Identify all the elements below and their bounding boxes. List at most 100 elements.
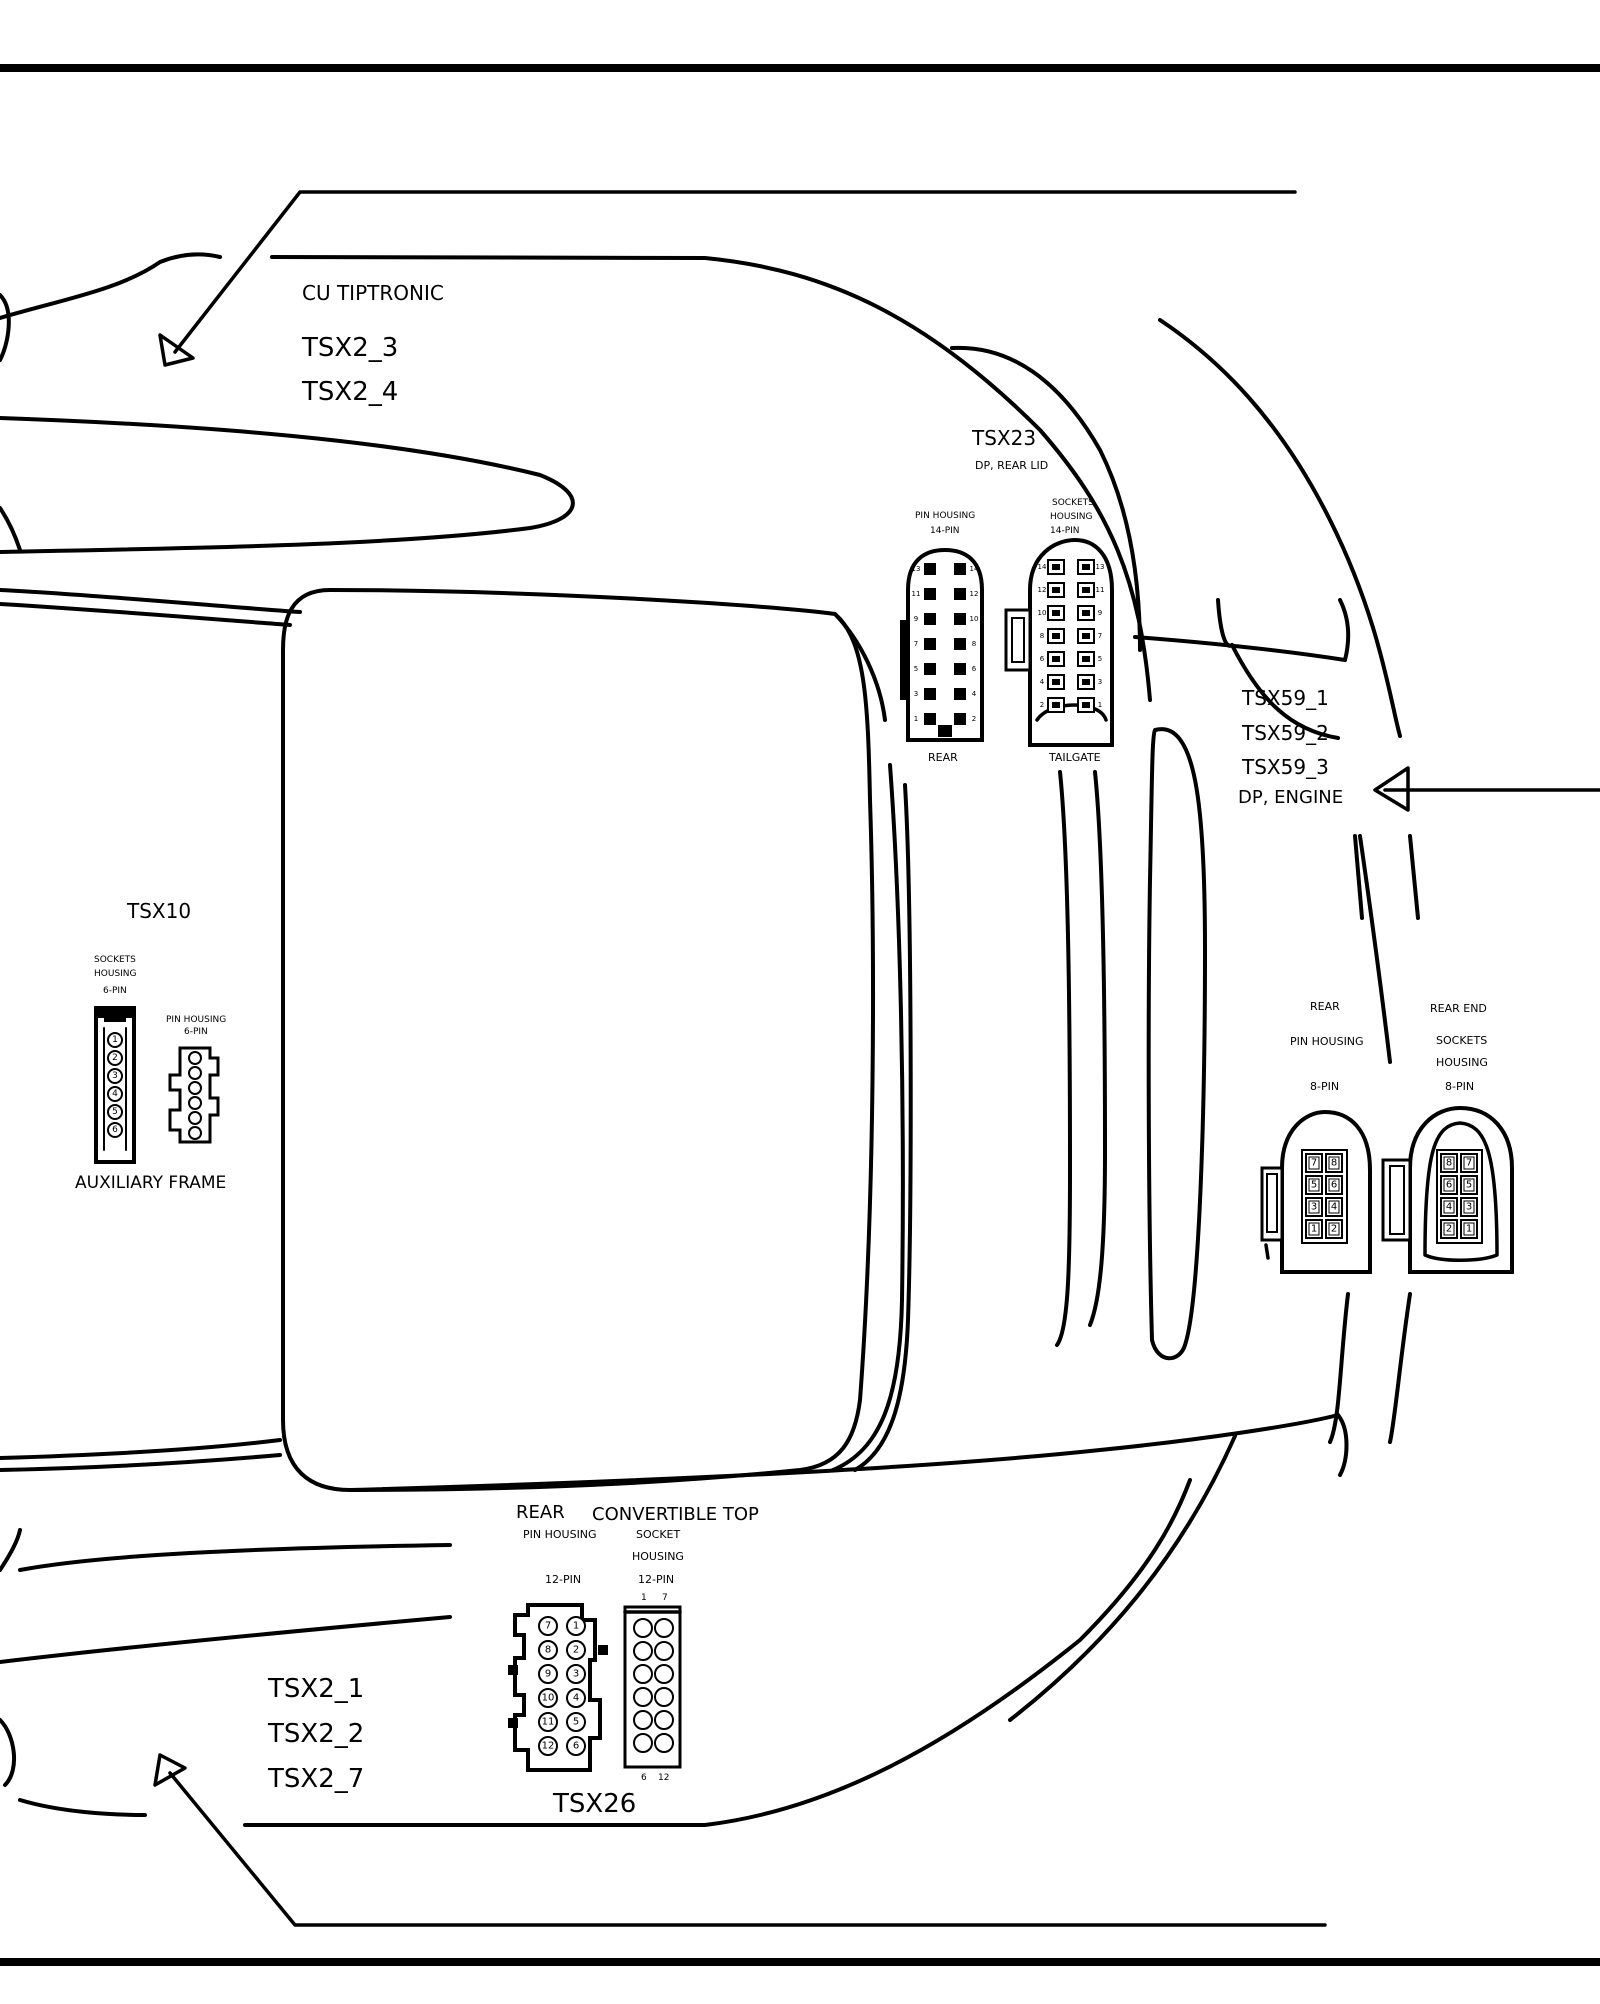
pin-cell (188, 1051, 202, 1065)
socket-cell (654, 1687, 674, 1707)
pin-cell (566, 1616, 586, 1636)
tsx59-sockets-label: SOCKETS (1436, 1034, 1487, 1047)
pin-cell (107, 1068, 123, 1084)
tsx59-housing-label: HOUSING (1436, 1056, 1488, 1069)
tsx26-pin-housing-label: PIN HOUSING (523, 1528, 597, 1541)
socket-cell (654, 1664, 674, 1684)
pin-number: 8 (545, 1645, 551, 1656)
callout-arrow-lower-left (153, 1753, 1327, 1927)
pin-number: 6 (1446, 1180, 1452, 1191)
tsx10-sockets-label: SOCKETS (94, 955, 136, 965)
tsx26-socket-housing-connector (623, 1605, 682, 1769)
tsx10-sockets-count: 6-PIN (103, 986, 127, 996)
pin-cell (538, 1736, 558, 1756)
pin-number: 11 (1096, 586, 1105, 594)
pin-number: 5 (1098, 655, 1102, 663)
pin-number: 6 (1331, 1180, 1337, 1191)
pin-number: 3 (1098, 678, 1102, 686)
pin-number: 9 (1098, 609, 1102, 617)
pin-number: 12 (1038, 586, 1047, 594)
pin-number: 4 (972, 690, 977, 698)
pin-cell (954, 663, 966, 675)
pin-cell (954, 563, 966, 575)
pin-number: 1 (1466, 1224, 1472, 1235)
socket-cell (654, 1710, 674, 1730)
dp-rear-lid-label: DP, REAR LID (975, 459, 1048, 472)
pin-number: 1 (1311, 1224, 1317, 1235)
pin-number: 7 (545, 1621, 551, 1632)
pin-number: 5 (1466, 1180, 1472, 1191)
tsx2-1-label: TSX2_1 (267, 1674, 364, 1704)
tsx2-7-label: TSX2_7 (267, 1764, 364, 1794)
pin-cell (188, 1081, 202, 1095)
pin-number: 5 (112, 1107, 118, 1117)
pin-cell (538, 1688, 558, 1708)
pin-cell (107, 1050, 123, 1066)
pin-cell (954, 588, 966, 600)
pin-cell (566, 1712, 586, 1732)
tsx59-rear-end-label: REAR END (1430, 1002, 1487, 1015)
tsx23-rear-label: REAR (928, 751, 958, 764)
callout-arrow-upper-left (158, 190, 1297, 367)
socket-cell (654, 1733, 674, 1753)
car-outline (0, 252, 1420, 1827)
tsx10-pin-housing-label: PIN HOUSING (166, 1015, 226, 1025)
tsx23-sockets-housing-label: HOUSING (1050, 512, 1093, 522)
socket-cell (654, 1641, 674, 1661)
pin-cell (924, 663, 936, 675)
pin-cell (954, 613, 966, 625)
pin-cell (538, 1664, 558, 1684)
socket-cell (654, 1618, 674, 1638)
tsx26-rear-label: REAR (516, 1502, 565, 1523)
pin-cell (954, 713, 966, 725)
tsx26-pin-count: 12-PIN (545, 1573, 581, 1586)
pin-cell (538, 1640, 558, 1660)
tsx26-socket-num-7: 7 (662, 1593, 668, 1603)
pin-cell (924, 613, 936, 625)
pin-number: 11 (542, 1717, 555, 1728)
callout-arrow-right (1373, 766, 1600, 812)
pin-number: 3 (1311, 1202, 1317, 1213)
pin-cell (566, 1736, 586, 1756)
tsx10-label: TSX10 (126, 899, 191, 923)
bottom-border-bar (0, 1958, 1600, 1966)
pin-number: 2 (972, 715, 976, 723)
pin-number: 2 (573, 1645, 579, 1656)
pin-number: 2 (112, 1053, 118, 1063)
pin-number: 6 (112, 1125, 118, 1135)
tsx59-rear-label: REAR (1310, 1000, 1340, 1013)
pin-cell (924, 638, 936, 650)
tsx26-socket-count: 12-PIN (638, 1573, 674, 1586)
pin-number: 2 (1040, 701, 1044, 709)
pin-number: 2 (1446, 1224, 1452, 1235)
pin-cell (538, 1616, 558, 1636)
pin-number: 3 (112, 1071, 118, 1081)
tsx23-tailgate-label: TAILGATE (1048, 751, 1101, 764)
pin-number: 8 (1040, 632, 1044, 640)
pin-cell (924, 713, 936, 725)
socket-cell (633, 1733, 653, 1753)
pin-cell (924, 688, 936, 700)
tsx26-convertible-top-label: CONVERTIBLE TOP (592, 1504, 759, 1525)
socket-cell (633, 1687, 653, 1707)
pin-cell (924, 588, 936, 600)
tsx26-socket-num-6: 6 (641, 1773, 647, 1783)
pin-number: 4 (1331, 1202, 1337, 1213)
tsx23-pin-housing-count: 14-PIN (930, 526, 960, 536)
pin-number: 14 (970, 565, 979, 573)
pin-number: 5 (914, 665, 918, 673)
tsx59-socket-count: 8-PIN (1445, 1080, 1474, 1093)
pin-number: 7 (1466, 1158, 1472, 1169)
tsx59-3-label: TSX59_3 (1241, 755, 1329, 779)
pin-number: 6 (573, 1741, 579, 1752)
pin-number: 13 (1096, 563, 1105, 571)
tsx26-socket-num-1: 1 (641, 1593, 647, 1603)
tsx10-sockets-housing-label: HOUSING (94, 969, 137, 979)
tsx26-socket-label: SOCKET (636, 1528, 680, 1541)
pin-number: 5 (1311, 1180, 1317, 1191)
top-border-bar (0, 64, 1600, 72)
pin-number: 1 (112, 1035, 118, 1045)
